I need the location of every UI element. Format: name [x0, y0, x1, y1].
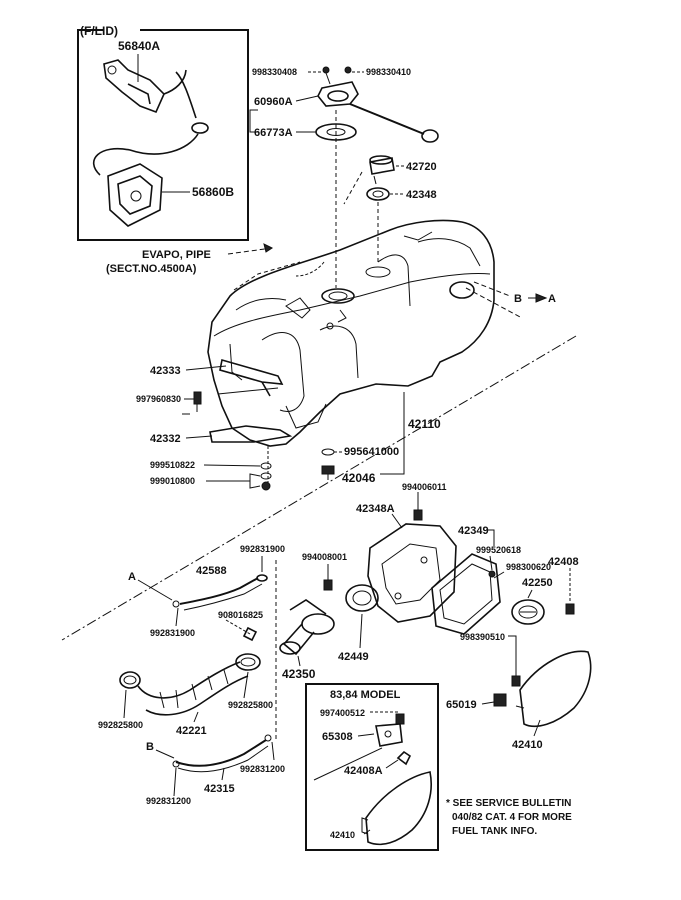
label-42350: 42350 [282, 667, 316, 681]
label-42408: 42408 [548, 556, 579, 568]
fuel-tank-drawing [207, 219, 495, 447]
breather-cap-drawing [369, 155, 395, 185]
fuel-gauge-sender-drawing [317, 81, 439, 143]
service-bulletin-note: * SEE SERVICE BULLETIN 040/82 CAT. 4 FOR… [446, 798, 572, 837]
label-992831200-left: 992831200 [146, 796, 191, 806]
grommet-42449-drawing [345, 584, 379, 612]
fuel-lid-drawing [515, 650, 592, 728]
label-42333: 42333 [150, 365, 181, 377]
tank-strap-lower-drawing [209, 425, 293, 443]
label-65308: 65308 [322, 731, 353, 743]
label-42348A: 42348A [356, 503, 395, 515]
filler-hose-42221-drawing [137, 661, 249, 716]
label-42110: 42110 [408, 417, 441, 431]
filler-pipe-42350-drawing [279, 599, 335, 656]
label-65019: 65019 [446, 699, 477, 711]
flid-inset-border [77, 29, 249, 241]
drain-washer-drawing [321, 448, 335, 456]
lid-cable-drawing [93, 133, 199, 176]
flid-inset: (F/LID) 56840A 56860B [77, 24, 249, 241]
label-56840A: 56840A [118, 39, 160, 53]
ref-A-top: A [548, 293, 556, 305]
drain-plug-drawing [321, 465, 335, 480]
lid-opener-drawing [107, 163, 163, 227]
breather-hose-42588-drawing [179, 577, 263, 611]
screw-42408-drawing [565, 603, 575, 615]
fuel-cap-drawing [511, 599, 545, 625]
evapo-section-label: (SECT.NO.4500A) [106, 263, 197, 275]
ref-B-bottom: B [146, 741, 154, 753]
lid-hinge-65019-drawing [493, 693, 507, 707]
screw-997400512-drawing [395, 713, 405, 725]
screw-998390510-drawing [511, 675, 521, 687]
label-42315: 42315 [204, 783, 235, 795]
label-42408A: 42408A [344, 765, 383, 777]
model-83-84-inset: 83,84 MODEL 997400512 65308 42408A 42410 [305, 683, 439, 851]
model-inset-title: 83,84 MODEL [330, 689, 401, 701]
label-992831200-right: 992831200 [240, 764, 285, 774]
label-997960830: 997960830 [136, 394, 181, 404]
grommet-drawing [366, 187, 390, 201]
ref-B-top: B [514, 293, 522, 305]
label-995641000: 995641000 [344, 446, 399, 458]
lid-latch-drawing [103, 59, 209, 134]
screw-994008001-drawing [323, 579, 333, 591]
bolt-997960830-drawing [193, 391, 202, 412]
breather-hose-42315-drawing [175, 739, 269, 773]
clamp-992831900-top-drawing [256, 574, 268, 582]
clip-908016825-drawing [242, 626, 258, 642]
fuel-lid-83-84-drawing [361, 771, 432, 846]
clamp-992825800-left-drawing [119, 671, 141, 689]
label-42332: 42332 [150, 433, 181, 445]
screw-994006011-drawing [413, 509, 423, 521]
hinge-65308-drawing [375, 723, 403, 747]
ref-A-bottom: A [128, 571, 136, 583]
label-998330410: 998330410 [366, 67, 411, 77]
label-42349: 42349 [458, 525, 489, 537]
model-inset-border [305, 683, 439, 851]
note-line-1: * SEE SERVICE BULLETIN [446, 798, 571, 809]
label-42250: 42250 [522, 577, 553, 589]
label-908016825: 908016825 [218, 610, 263, 620]
spring-42408A-drawing [396, 750, 412, 766]
label-997400512: 997400512 [320, 708, 365, 718]
label-998390510: 998390510 [460, 632, 505, 642]
strap-washers-drawing [260, 462, 272, 491]
label-998330408: 998330408 [252, 67, 297, 77]
label-994008001: 994008001 [302, 552, 347, 562]
label-42410-inset: 42410 [330, 830, 355, 840]
label-992825800-right: 992825800 [228, 700, 273, 710]
label-42449: 42449 [338, 651, 369, 663]
label-992831900-top: 992831900 [240, 544, 285, 554]
label-42348: 42348 [406, 189, 437, 201]
label-999510822: 999510822 [150, 460, 195, 470]
label-999010800: 999010800 [150, 476, 195, 486]
label-42588: 42588 [196, 565, 227, 577]
clamp-992825800-right-drawing [235, 653, 261, 671]
note-line-3: FUEL TANK INFO. [452, 826, 537, 837]
note-line-2: 040/82 CAT. 4 FOR MORE [452, 812, 572, 823]
label-66773A: 66773A [254, 127, 293, 139]
label-992825800-left: 992825800 [98, 720, 143, 730]
label-994006011: 994006011 [402, 482, 447, 492]
filler-gasket-drawing [431, 553, 501, 635]
label-998300620: 998300620 [506, 562, 551, 572]
label-992831900-bottom: 992831900 [150, 628, 195, 638]
flid-inset-title: (F/LID) [80, 24, 118, 38]
label-42046: 42046 [342, 471, 376, 485]
label-42221: 42221 [176, 725, 207, 737]
label-999520618: 999520618 [476, 545, 521, 555]
label-42720: 42720 [406, 161, 437, 173]
label-56860B: 56860B [192, 185, 234, 199]
label-60960A: 60960A [254, 96, 293, 108]
label-42410: 42410 [512, 739, 543, 751]
evapo-pipe-label: EVAPO, PIPE [142, 249, 211, 261]
